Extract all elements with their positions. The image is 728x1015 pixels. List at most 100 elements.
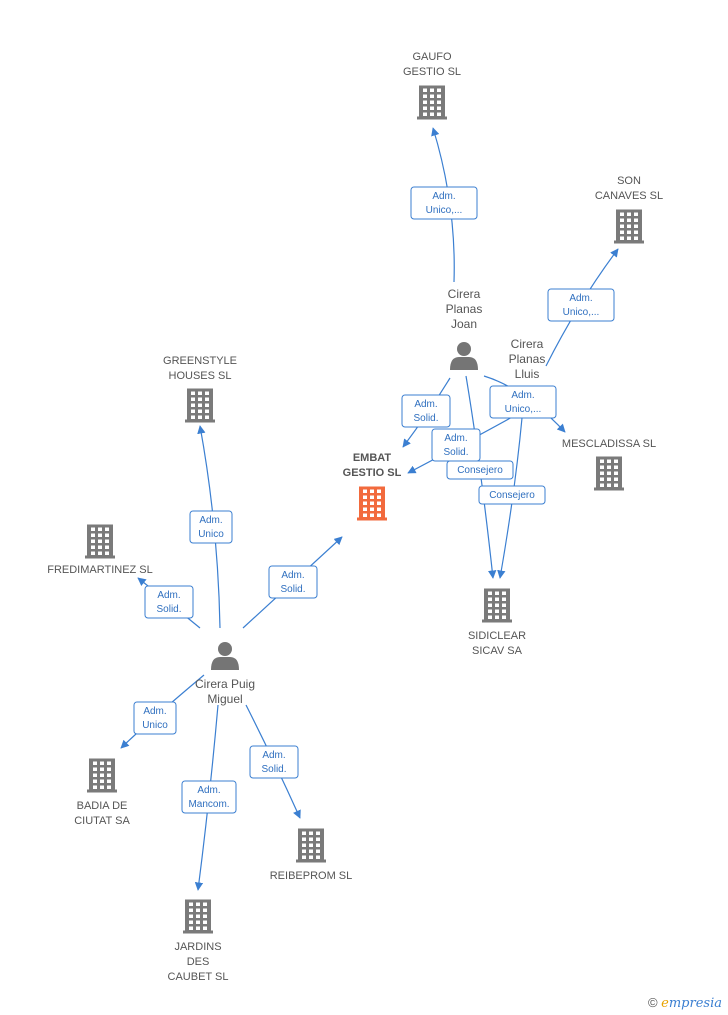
role-label-box [446, 460, 514, 480]
building-icon [482, 588, 512, 623]
company-node-badia[interactable]: BADIA DE CIUTAT SA [74, 758, 130, 828]
company-label-line: CANAVES SL [595, 190, 663, 202]
role-label-lluis-to-son-canaves[interactable]: Adm.Unico,... [547, 288, 615, 322]
company-node-reibeprom[interactable]: REIBEPROM SL [270, 828, 353, 883]
role-label-box [181, 780, 237, 814]
role-label-text: Unico [142, 720, 168, 731]
role-label-box [189, 510, 233, 544]
company-node-fredimartinez[interactable]: FREDIMARTINEZ SL [47, 524, 153, 577]
company-label-line: CIUTAT SA [74, 815, 130, 827]
role-label-text: Unico,... [426, 205, 463, 216]
role-label-text: Adm. [432, 191, 455, 202]
company-label-line: SIDICLEAR [468, 630, 526, 642]
copyright-footer: © empresia [648, 995, 722, 1011]
company-label-line: SICAV SA [472, 645, 523, 657]
role-label-miguel-to-embat[interactable]: Adm. Solid. [268, 565, 318, 599]
role-label-text: Consejero [457, 465, 503, 476]
person-label-line: Cirera [511, 337, 544, 351]
role-label-box [401, 394, 451, 428]
role-label-lluis-to-embat[interactable]: Adm. Solid. [431, 428, 481, 462]
role-label-text: Adm. [444, 433, 467, 444]
role-label-text: Unico,... [505, 404, 542, 415]
company-label-line: GESTIO SL [343, 467, 402, 479]
person-label-line: Cirera [448, 287, 481, 301]
role-label-miguel-to-badia[interactable]: Adm. Unico [133, 701, 177, 735]
role-label-text: Solid. [261, 764, 286, 775]
person-label-line: Joan [451, 317, 477, 331]
role-label-text: Adm. [414, 399, 437, 410]
role-label-miguel-to-reibeprom[interactable]: Adm. Solid. [249, 745, 299, 779]
role-label-box [133, 701, 177, 735]
role-label-box [249, 745, 299, 779]
role-label-text: Adm. [569, 293, 592, 304]
role-label-text: Unico [198, 529, 224, 540]
role-label-text: Adm. [262, 750, 285, 761]
company-node-sidiclear[interactable]: SIDICLEAR SICAV SA [468, 588, 526, 658]
role-label-miguel-to-jardins[interactable]: Adm. Mancom. [181, 780, 237, 814]
company-label-line: HOUSES SL [169, 370, 232, 382]
role-label-text: Solid. [280, 584, 305, 595]
nodes-layer: GAUFO GESTIO SL SON CANAVES SL GREENSTYLE HOU… [47, 51, 663, 983]
company-label-line: EMBAT [353, 452, 392, 464]
company-label-line: GESTIO SL [403, 66, 461, 78]
role-label-text: Adm. [511, 390, 534, 401]
building-icon [87, 758, 117, 793]
company-label-line: GAUFO [412, 51, 452, 63]
company-label-line: REIBEPROM SL [270, 870, 353, 882]
edge-labels-layer: Adm. Unico,... Adm. Unico,... Adm. Solid. Adm.… [133, 186, 615, 814]
role-label-box [268, 565, 318, 599]
company-node-jardins[interactable]: JARDINS DES CAUBET SL [168, 899, 229, 984]
building-icon [85, 524, 115, 559]
company-label-line: GREENSTYLE [163, 355, 237, 367]
role-label-joan-to-sidiclear[interactable]: Consejero [446, 460, 514, 480]
company-node-greenstyle[interactable]: GREENSTYLE HOUSES SL [163, 355, 237, 423]
role-label-box [410, 186, 478, 220]
role-label-joan-to-gaufo[interactable]: Adm. Unico,... [410, 186, 478, 220]
person-label-line: Planas [446, 302, 483, 316]
role-label-text: Solid. [413, 413, 438, 424]
company-node-son-canaves[interactable]: SON CANAVES SL [595, 175, 663, 244]
role-label-text: Adm. [199, 515, 222, 526]
role-label-text: Consejero [489, 490, 535, 501]
role-label-joan-to-mescladissa[interactable]: Adm. Unico,... [489, 385, 557, 419]
company-label-line: FREDIMARTINEZ SL [47, 564, 153, 576]
role-label-box [547, 288, 615, 322]
building-icon [357, 486, 387, 521]
role-label-box [489, 385, 557, 419]
person-label-line: Cirera Puig [195, 677, 255, 691]
building-icon [417, 85, 447, 120]
company-node-gaufo[interactable]: GAUFO GESTIO SL [403, 51, 461, 120]
company-label-line: CAUBET SL [168, 971, 229, 983]
building-icon [183, 899, 213, 934]
building-icon [296, 828, 326, 863]
company-label-line: DES [187, 956, 210, 968]
role-label-text: Adm. [197, 785, 220, 796]
company-label-line: MESCLADISSA SL [562, 438, 656, 450]
building-icon [185, 388, 215, 423]
role-label-joan-to-embat[interactable]: Adm. Solid. [401, 394, 451, 428]
building-icon [614, 209, 644, 244]
person-icon [211, 642, 239, 670]
role-label-text: Adm. [281, 570, 304, 581]
company-label-line: JARDINS [174, 941, 221, 953]
person-label-line: Lluis [515, 367, 540, 381]
role-label-lluis-to-sidiclear[interactable]: Consejero [478, 485, 546, 505]
company-label-line: SON [617, 175, 641, 187]
role-label-miguel-to-greenstyle[interactable]: Adm. Unico [189, 510, 233, 544]
role-label-text: Adm. [143, 706, 166, 717]
role-label-text: Solid. [443, 447, 468, 458]
company-node-mescladissa[interactable]: MESCLADISSA SL [562, 438, 656, 491]
person-label-line: Planas [509, 352, 546, 366]
brand-logo[interactable]: empresia [661, 996, 722, 1011]
person-icon [450, 342, 478, 370]
company-node-embat[interactable]: EMBAT GESTIO SL [343, 452, 402, 521]
company-label-line: BADIA DE [77, 800, 128, 812]
role-label-miguel-to-fredimartinez[interactable]: Adm.Solid. [144, 585, 194, 619]
role-label-text: Adm. [157, 590, 180, 601]
role-label-text: Mancom. [188, 799, 229, 810]
building-icon [594, 456, 624, 491]
copyright-icon: © [647, 995, 658, 1010]
